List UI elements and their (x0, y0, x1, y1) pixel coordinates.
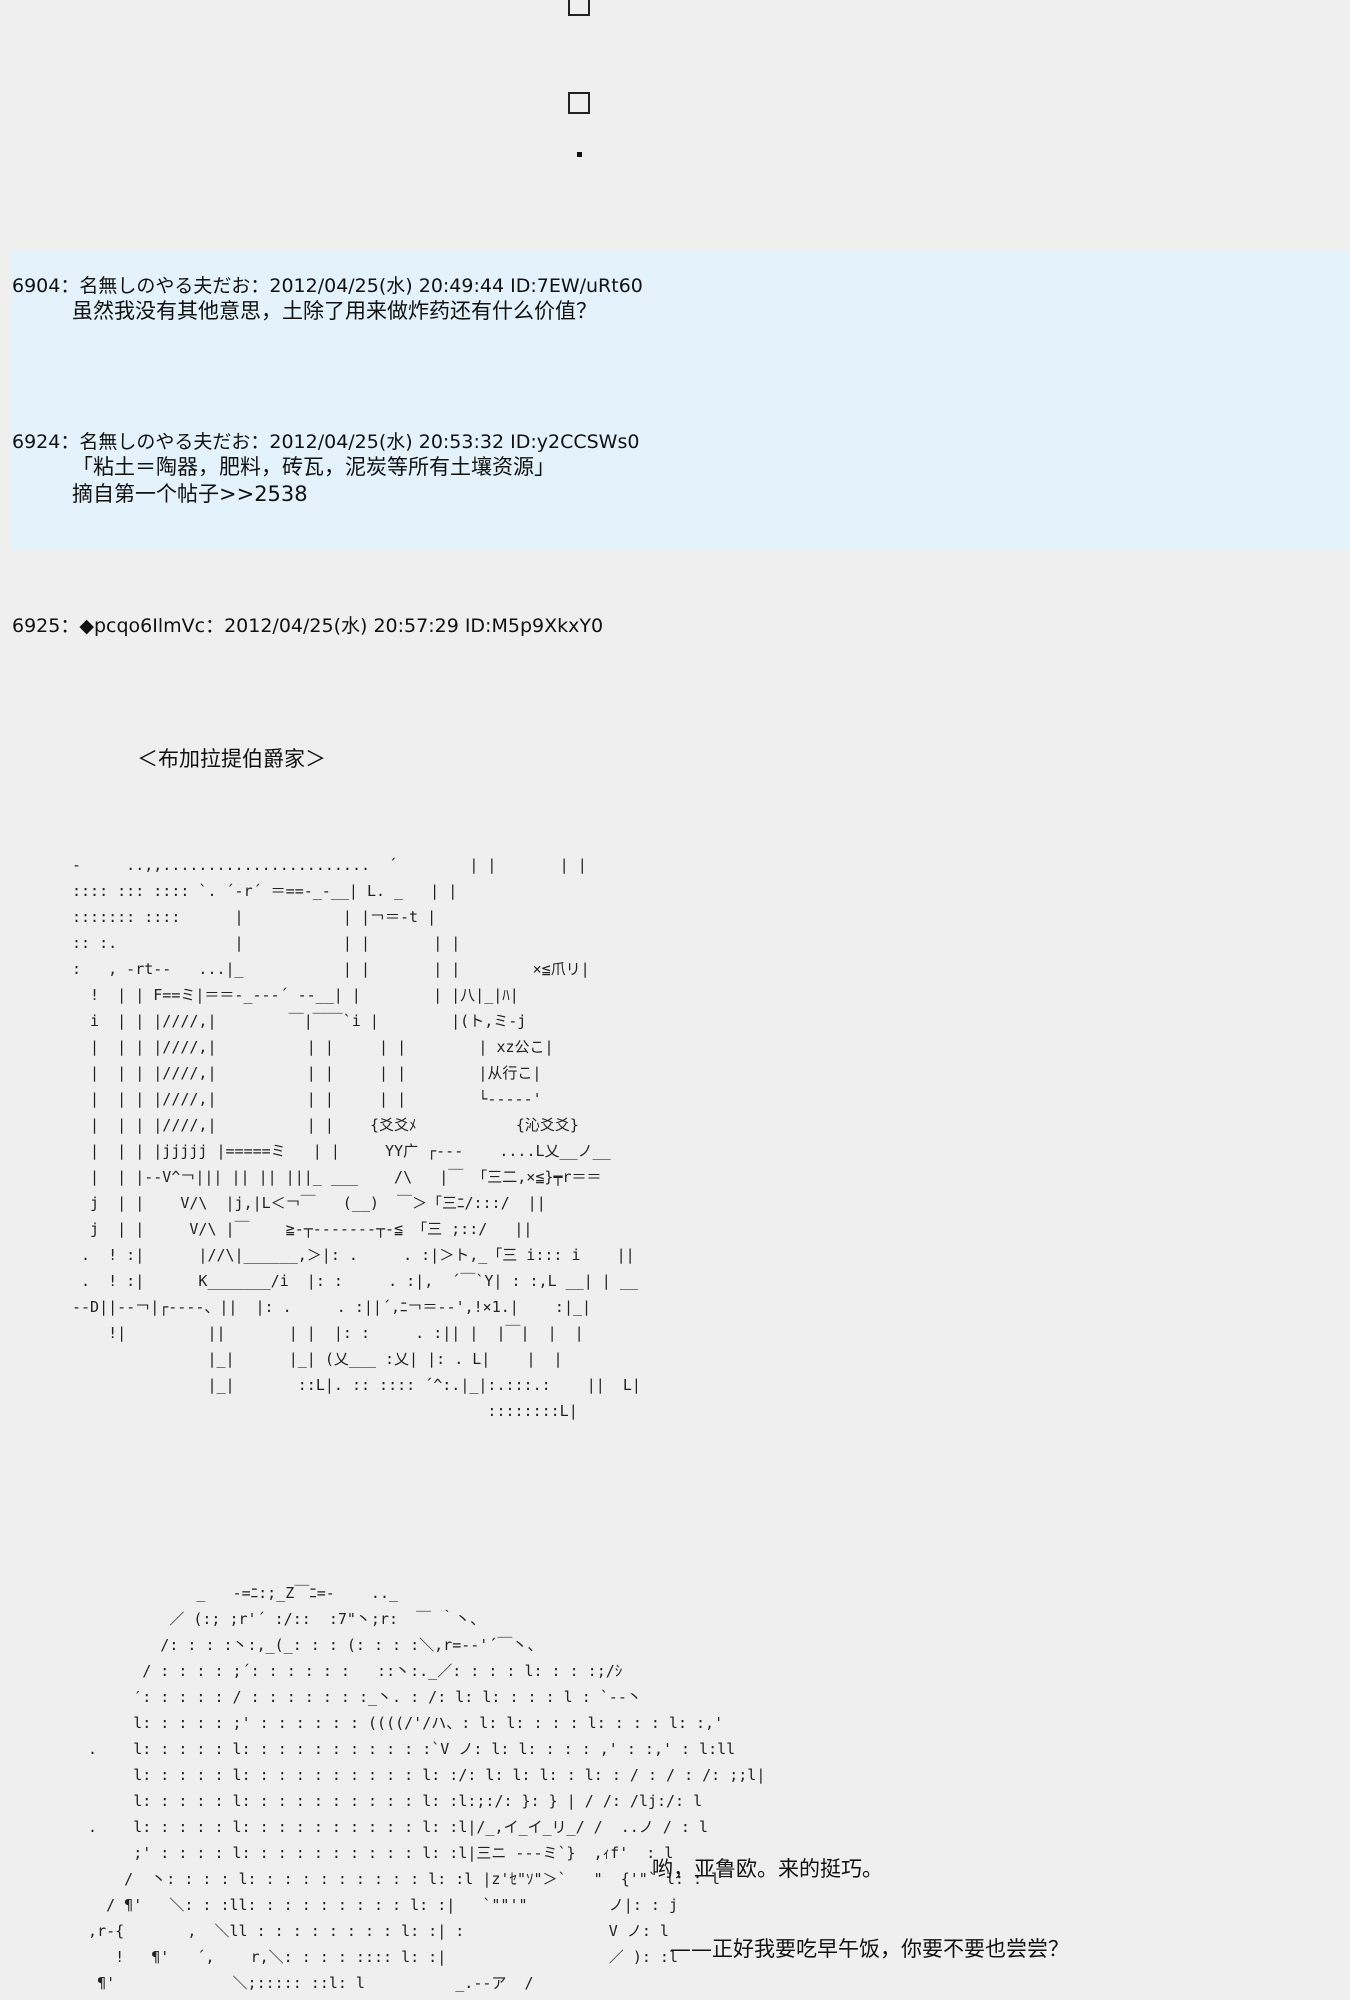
post-header: 6925：◆pcqo6IlmVc：2012/04/25(水) 20:57:29 … (12, 615, 604, 637)
dialogue-line: ——正好我要吃早午饭，你要不要也尝尝？ (670, 1937, 1069, 1961)
post-header: 6924：名無しのやる夫だお：2012/04/25(水) 20:53:32 ID… (12, 431, 640, 453)
dot-symbol (577, 152, 582, 157)
square-symbol-top (568, 0, 590, 16)
dialogue-line: 哟，亚鲁欧。来的挺巧。 (652, 1857, 883, 1881)
post-6904: 6904：名無しのやる夫だお：2012/04/25(水) 20:49:44 ID… (12, 252, 1350, 412)
square-symbol (568, 92, 590, 114)
ascii-art-scene: - ..,,....................... ´ | | | | … (72, 856, 641, 1420)
post-header: 6904：名無しのやる夫だお：2012/04/25(水) 20:49:44 ID… (12, 275, 643, 297)
post-6925: 6925：◆pcqo6IlmVc：2012/04/25(水) 20:57:29 … (12, 550, 1350, 2000)
post-body-line: 虽然我没有其他意思，土除了用来做炸药还有什么价值？ (72, 299, 597, 323)
location-title: ＜布加拉提伯爵家＞ (137, 747, 326, 771)
post-6924: 6924：名無しのやる夫だお：2012/04/25(水) 20:53:32 ID… (12, 412, 1350, 550)
post-body-line: 摘自第一个帖子>>2538 (72, 482, 308, 506)
post-body-line: 「粘土＝陶器，肥料，砖瓦，泥炭等所有土壤资源」 (72, 455, 555, 479)
ascii-art-girl: _ -=ﾆ:;_Z￣ﾆ=- .._ ／ (:; ;r'´ :/:: :7"丶;r… (88, 1584, 766, 1992)
